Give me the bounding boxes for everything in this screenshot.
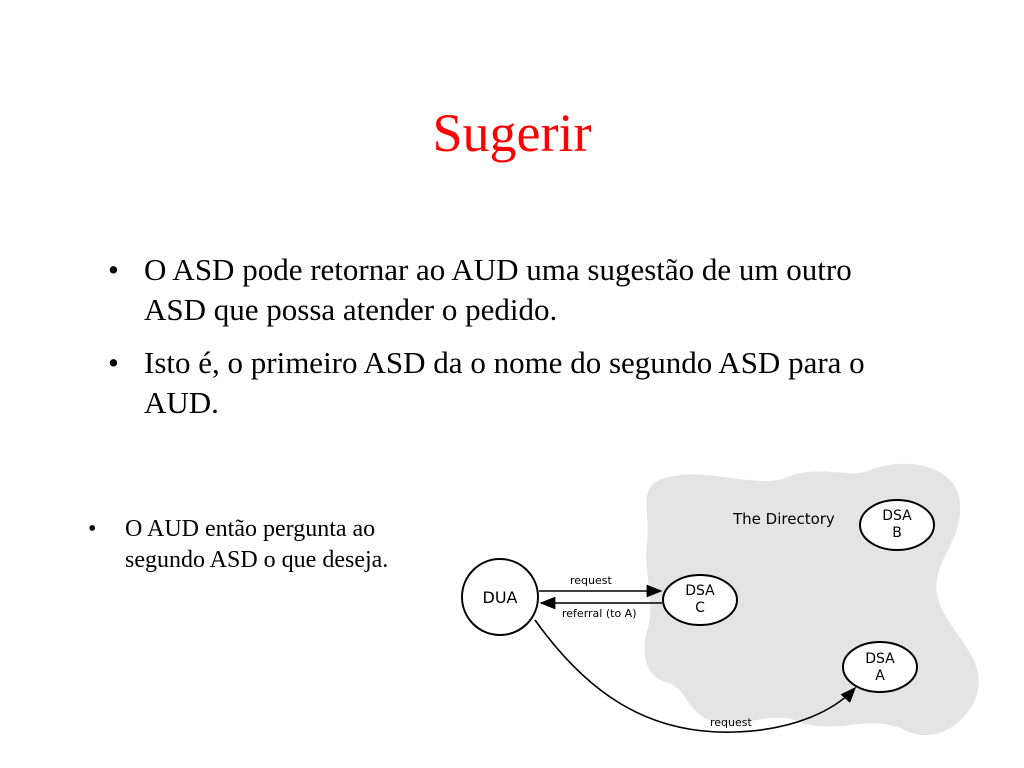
- bullet-item: • Isto é, o primeiro ASD da o nome do se…: [108, 343, 908, 423]
- bullet-text: Isto é, o primeiro ASD da o nome do segu…: [144, 345, 865, 420]
- referral-diagram: The Directory DUA DSA C DSA B DSA A requ…: [461, 463, 979, 736]
- bullet-marker: •: [108, 252, 119, 287]
- request2-label: request: [710, 716, 753, 729]
- bullet-text: O AUD então pergunta ao segundo ASD o qu…: [125, 516, 389, 573]
- dsa-a-line2: A: [875, 668, 885, 684]
- dsa-a-line1: DSA: [865, 651, 895, 667]
- main-bullet-list: • O ASD pode retornar ao AUD uma sugestã…: [108, 250, 908, 436]
- referral-label: referral (to A): [562, 607, 636, 620]
- bullet-text: O ASD pode retornar ao AUD uma sugestão …: [144, 252, 852, 327]
- dsa-b-line1: DSA: [882, 508, 912, 524]
- bullet-item: • O ASD pode retornar ao AUD uma sugestã…: [108, 250, 908, 330]
- dsa-c-node: DSA C: [662, 574, 738, 626]
- dua-node: DUA: [461, 558, 539, 636]
- bullet-marker: •: [88, 516, 97, 542]
- side-bullet-list: • O AUD então pergunta ao segundo ASD o …: [88, 514, 448, 576]
- dsa-b-node: DSA B: [859, 499, 935, 551]
- dsa-c-line2: C: [695, 600, 705, 616]
- dsa-c-line1: DSA: [685, 583, 715, 599]
- request-label: request: [570, 574, 613, 587]
- bullet-marker: •: [108, 345, 119, 380]
- dua-label: DUA: [483, 588, 518, 607]
- directory-label: The Directory: [732, 510, 835, 528]
- dsa-a-node: DSA A: [842, 641, 918, 693]
- slide-title: Sugerir: [432, 103, 592, 163]
- bullet-item: • O AUD então pergunta ao segundo ASD o …: [88, 514, 448, 576]
- request-to-dsa-a-arrow: [534, 619, 857, 733]
- dsa-b-line2: B: [892, 525, 902, 541]
